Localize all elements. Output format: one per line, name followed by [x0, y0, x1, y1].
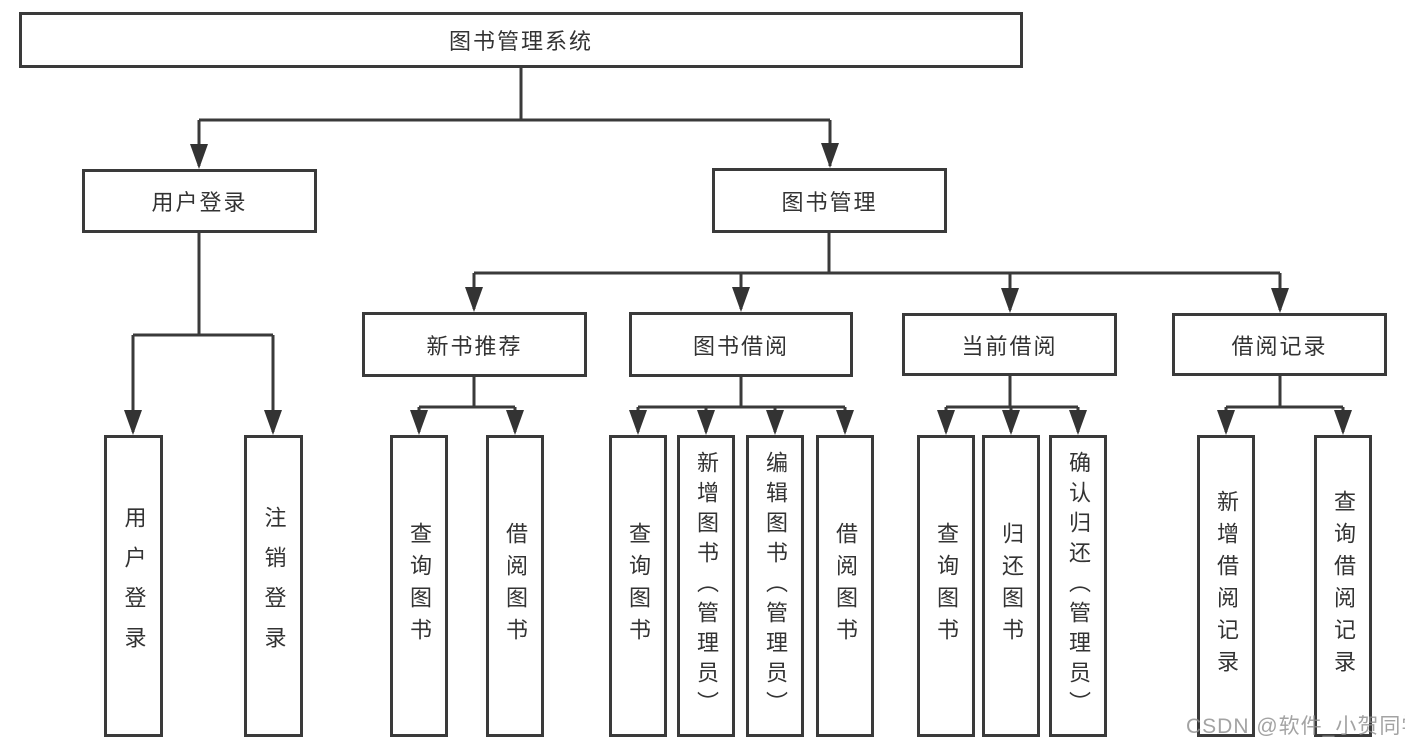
leaf-bb-edit-book-admin-label: 编辑图书（管理员） — [763, 451, 788, 721]
node-user-login-label: 用户登录 — [151, 190, 248, 215]
leaf-bb-add-book-admin: 新增图书（管理员） — [677, 435, 735, 737]
node-new-book-rec: 新书推荐 — [362, 312, 587, 377]
edges-user-login-children — [124, 233, 282, 435]
leaf-logout-label: 注销登录 — [261, 506, 287, 666]
leaf-br-add-record: 新增借阅记录 — [1197, 435, 1255, 737]
node-borrow-record: 借阅记录 — [1172, 313, 1387, 376]
node-user-login: 用户登录 — [82, 169, 317, 233]
leaf-user-login-label: 用户登录 — [121, 506, 147, 666]
leaf-cb-query-book-label: 查询图书 — [934, 522, 959, 650]
node-new-book-rec-label: 新书推荐 — [426, 333, 523, 359]
leaf-cb-query-book: 查询图书 — [917, 435, 975, 737]
leaf-bb-borrow-book-label: 借阅图书 — [833, 522, 858, 650]
csdn-watermark: CSDN @软件_小贺同学 — [1186, 715, 1405, 738]
node-borrow-record-label: 借阅记录 — [1231, 333, 1328, 359]
node-book-mgmt-label: 图书管理 — [781, 189, 878, 215]
leaf-bb-borrow-book: 借阅图书 — [816, 435, 874, 737]
leaf-cb-confirm-return-admin: 确认归还（管理员） — [1049, 435, 1107, 737]
leaf-rec-query-book: 查询图书 — [390, 435, 448, 737]
leaf-cb-return-book-label: 归还图书 — [999, 522, 1024, 650]
leaf-br-query-record-label: 查询借阅记录 — [1331, 490, 1356, 682]
leaf-bb-edit-book-admin: 编辑图书（管理员） — [746, 435, 804, 737]
leaf-bb-add-book-admin-label: 新增图书（管理员） — [694, 451, 719, 721]
edges-book-mgmt-children — [465, 233, 1289, 313]
leaf-cb-return-book: 归还图书 — [982, 435, 1040, 737]
leaf-user-login: 用户登录 — [104, 435, 163, 737]
node-root-system: 图书管理系统 — [19, 12, 1023, 68]
node-book-borrow-label: 图书借阅 — [692, 333, 789, 359]
leaf-logout: 注销登录 — [244, 435, 303, 737]
node-book-borrow: 图书借阅 — [629, 312, 853, 377]
leaf-bb-query-book: 查询图书 — [609, 435, 667, 737]
node-root-label: 图书管理系统 — [448, 29, 593, 54]
leaf-br-add-record-label: 新增借阅记录 — [1214, 490, 1239, 682]
edges-book-borrow-children — [629, 377, 854, 435]
edges-borrow-record-children — [1217, 376, 1352, 435]
edges-current-borrow-children — [937, 376, 1087, 435]
leaf-cb-confirm-return-admin-label: 确认归还（管理员） — [1066, 451, 1091, 721]
leaf-br-query-record: 查询借阅记录 — [1314, 435, 1372, 737]
node-current-borrow-label: 当前借阅 — [961, 333, 1058, 359]
node-current-borrow: 当前借阅 — [902, 313, 1117, 376]
leaf-bb-query-book-label: 查询图书 — [626, 522, 651, 650]
node-book-mgmt: 图书管理 — [712, 168, 947, 233]
leaf-rec-query-book-label: 查询图书 — [407, 522, 432, 650]
edges-new-book-rec-children — [410, 377, 524, 435]
leaf-rec-borrow-book: 借阅图书 — [486, 435, 544, 737]
leaf-rec-borrow-book-label: 借阅图书 — [503, 522, 528, 650]
edges-root-to-level2 — [190, 68, 839, 169]
